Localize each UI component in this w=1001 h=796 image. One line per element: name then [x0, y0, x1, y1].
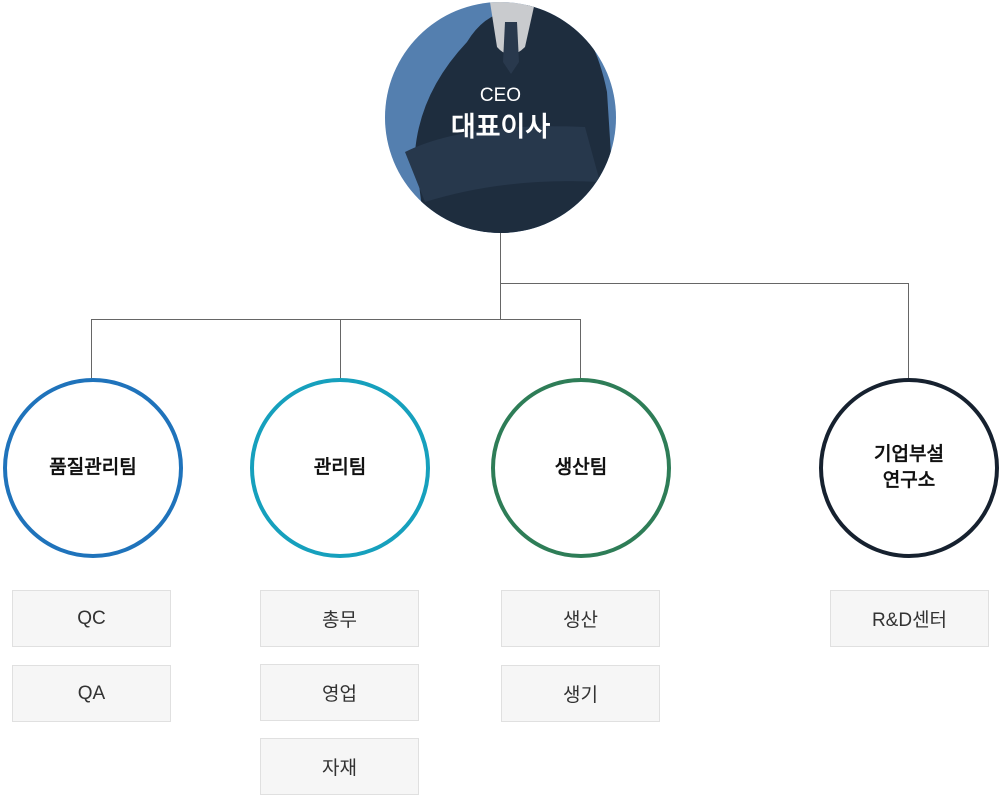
- sub-unit-box: QC: [12, 590, 171, 647]
- sub-unit-box: 생산: [501, 590, 660, 647]
- team-node-management: 관리팀: [250, 378, 430, 558]
- team-node-quality: 품질관리팀: [3, 378, 183, 558]
- ceo-subtitle: CEO: [479, 85, 522, 106]
- sub-unit-box: QA: [12, 665, 171, 722]
- team-label: 품질관리팀: [49, 457, 137, 478]
- sub-unit-box: 자재: [260, 738, 419, 795]
- sub-unit-box: 영업: [260, 664, 419, 721]
- team-node-production: 생산팀: [491, 378, 671, 558]
- team-label: 기업부설 연구소: [874, 444, 944, 491]
- ceo-photo: [385, 2, 616, 233]
- sub-unit-box: R&D센터: [830, 590, 989, 647]
- sub-unit-box: 생기: [501, 665, 660, 722]
- ceo-title: 대표이사: [450, 112, 551, 142]
- sub-unit-box: 총무: [260, 590, 419, 647]
- team-label: 생산팀: [554, 457, 608, 478]
- team-label: 관리팀: [313, 457, 367, 478]
- team-node-research: 기업부설 연구소: [819, 378, 999, 558]
- ceo-node: CEO 대표이사: [385, 2, 616, 233]
